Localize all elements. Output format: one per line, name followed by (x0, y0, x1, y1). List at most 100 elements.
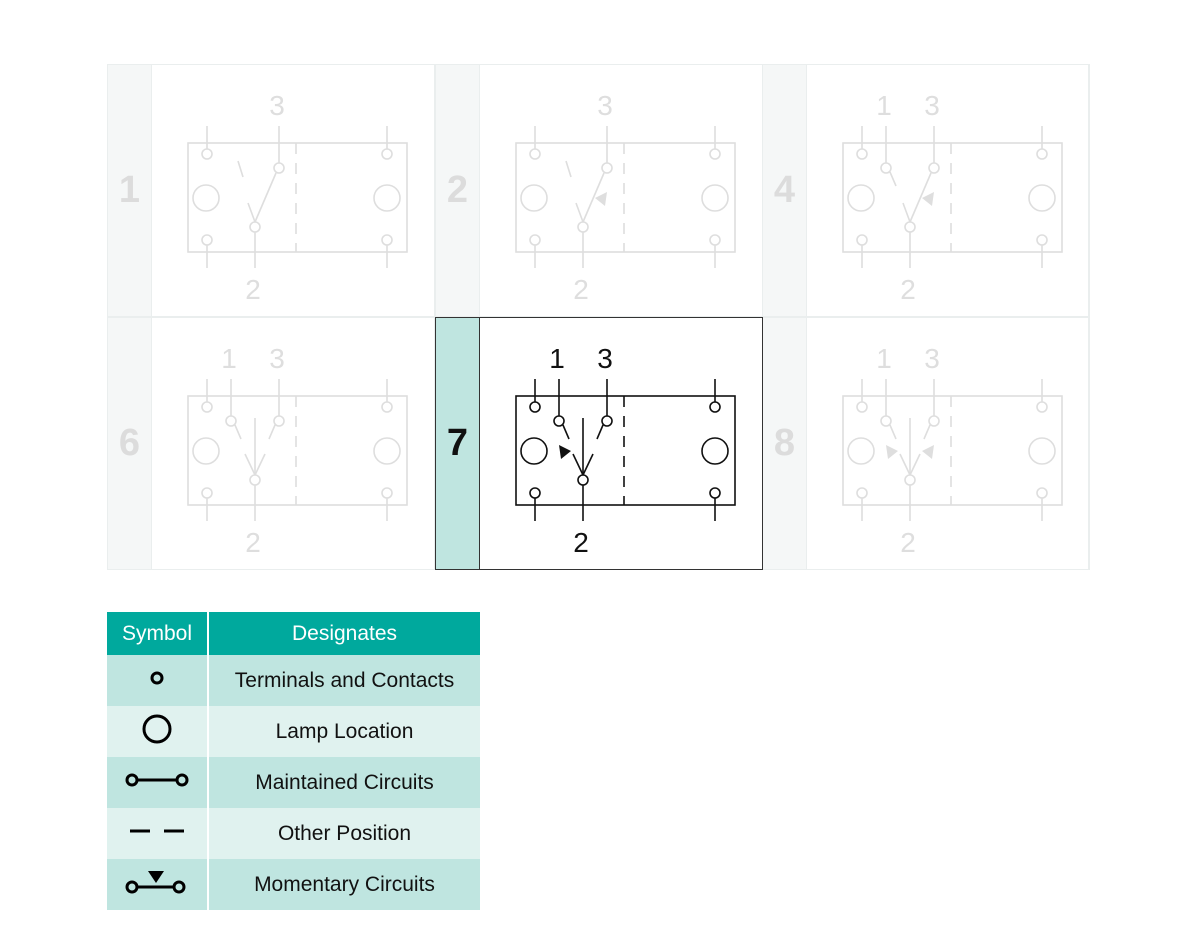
lamp-icon (192, 184, 220, 212)
terminal-icon (201, 148, 213, 160)
lamp-icon (192, 437, 220, 465)
terminal-label-3: 3 (924, 343, 940, 374)
terminal-icon (529, 401, 541, 413)
terminal-icon (381, 401, 393, 413)
terminal-1 (553, 415, 565, 427)
momentary-arrow (922, 192, 934, 206)
switch-schematic: 32 (515, 90, 736, 305)
contact-stub (562, 424, 570, 440)
terminal-label-1: 1 (876, 90, 892, 121)
contact-stub (889, 171, 897, 187)
legend-text: Terminals and Contacts (208, 655, 480, 706)
terminal-label-3: 3 (269, 343, 285, 374)
contact-stub (234, 424, 242, 440)
switch-housing (842, 395, 1063, 506)
legend-row: Momentary Circuits (107, 859, 480, 910)
terminal-3 (928, 415, 940, 427)
contact-stub (889, 424, 897, 440)
switch-housing (187, 142, 408, 253)
terminal-icon (1036, 148, 1048, 160)
terminal-3 (601, 162, 613, 174)
terminal-icon (709, 401, 721, 413)
terminal-label-2: 2 (900, 527, 916, 558)
terminal-icon (150, 671, 164, 684)
terminal-2 (904, 221, 916, 233)
terminal-2 (904, 474, 916, 486)
terminal-icon (709, 487, 721, 499)
terminal-3 (601, 415, 613, 427)
contact-stub (596, 424, 604, 440)
terminal-label-1: 1 (549, 343, 565, 374)
momentary-arrow (595, 192, 607, 206)
terminal-3 (928, 162, 940, 174)
switch-lever (244, 453, 256, 476)
terminal-label-2: 2 (900, 274, 916, 305)
maintained-circuit-icon (125, 773, 189, 786)
contact-stub (237, 160, 244, 178)
terminal-icon (856, 234, 868, 246)
terminal-label-3: 3 (269, 90, 285, 121)
terminal-icon (856, 401, 868, 413)
terminal-2 (249, 221, 261, 233)
terminal-icon (856, 148, 868, 160)
position-label: 7 (436, 318, 480, 569)
switch-lever (582, 453, 594, 476)
position-label: 1 (108, 65, 152, 316)
lamp-icon (701, 437, 729, 465)
header-symbol: Symbol (107, 612, 209, 655)
lamp-icon (847, 437, 875, 465)
position-label: 6 (108, 318, 152, 569)
terminal-icon (201, 487, 213, 499)
lamp-icon (701, 184, 729, 212)
legend-text: Momentary Circuits (208, 859, 480, 910)
switch-housing (842, 142, 1063, 253)
lamp-icon (373, 184, 401, 212)
terminal-icon (201, 401, 213, 413)
momentary-circuit-icon (125, 870, 186, 893)
lamp-icon (1028, 184, 1056, 212)
switch-lever (575, 202, 584, 223)
terminal-icon (709, 234, 721, 246)
terminal-label-1: 1 (221, 343, 237, 374)
terminal-label-2: 2 (573, 527, 589, 558)
terminal-2 (577, 221, 589, 233)
momentary-arrow (559, 445, 571, 459)
legend-text: Maintained Circuits (208, 757, 480, 808)
terminal-icon (529, 148, 541, 160)
position-label: 2 (436, 65, 480, 316)
terminal-2 (577, 474, 589, 486)
terminal-icon (1036, 401, 1048, 413)
terminal-3 (273, 162, 285, 174)
terminal-label-3: 3 (597, 343, 613, 374)
legend-text: Other Position (208, 808, 480, 859)
switch-lever (909, 172, 932, 223)
switch-lever (572, 453, 584, 476)
switch-housing (187, 395, 408, 506)
diagram-cell-7-selected: 7 1 3 2 (435, 317, 763, 570)
switch-lever (254, 453, 266, 476)
terminal-icon (529, 234, 541, 246)
momentary-arrow (922, 445, 934, 459)
terminal-icon (1036, 234, 1048, 246)
contact-stub (268, 424, 276, 440)
lamp-icon (847, 184, 875, 212)
header-designates: Designates (208, 612, 480, 655)
switch-lever (582, 172, 605, 223)
legend-row: Other Position (107, 808, 480, 859)
switch-lever (899, 453, 911, 476)
terminal-label-3: 3 (924, 90, 940, 121)
terminal-icon (709, 148, 721, 160)
terminal-icon (201, 234, 213, 246)
terminal-1 (880, 162, 892, 174)
terminal-icon (381, 148, 393, 160)
lamp-icon (520, 437, 548, 465)
switch-lever (247, 202, 256, 223)
position-label: 8 (763, 318, 807, 569)
